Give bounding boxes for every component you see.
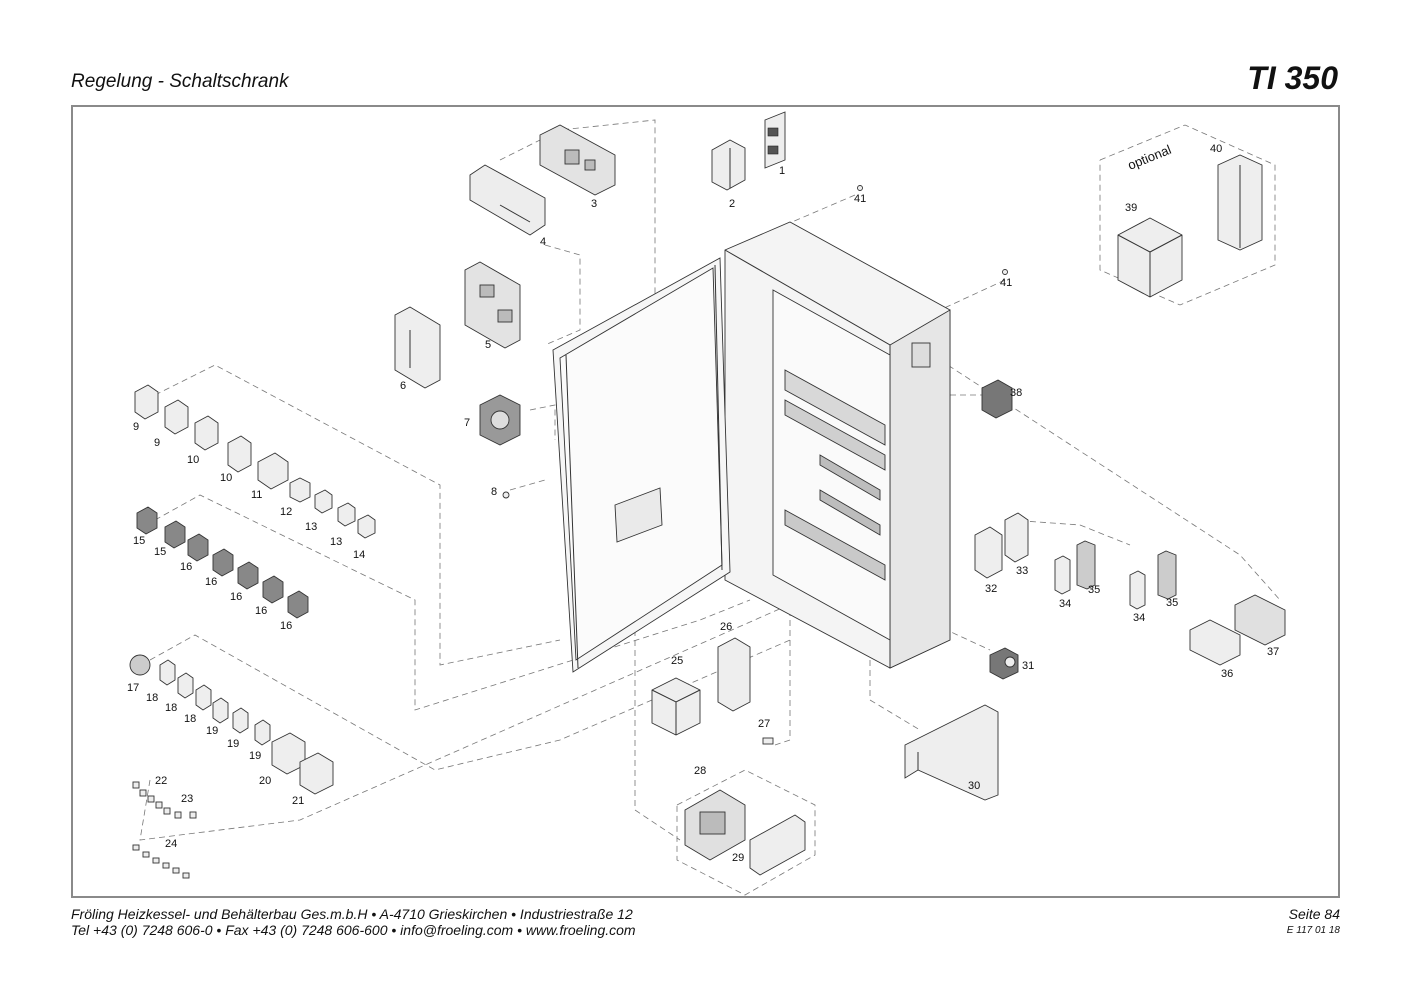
label-1: 1 bbox=[779, 165, 785, 177]
label-35: 35 bbox=[1166, 597, 1178, 609]
label-13: 13 bbox=[330, 536, 342, 548]
label-3: 3 bbox=[591, 198, 597, 210]
label-9: 9 bbox=[133, 421, 139, 433]
label-12: 12 bbox=[280, 506, 292, 518]
label-10: 10 bbox=[220, 472, 232, 484]
label-39: 39 bbox=[1125, 202, 1137, 214]
part-1-relay-board bbox=[764, 111, 786, 169]
footer-company: Fröling Heizkessel- und Behälterbau Ges.… bbox=[71, 906, 633, 922]
label-29: 29 bbox=[732, 852, 744, 864]
label-9: 9 bbox=[154, 437, 160, 449]
part-4-cover-plate bbox=[469, 164, 546, 236]
label-33: 33 bbox=[1016, 565, 1028, 577]
modules-9-14 bbox=[134, 384, 376, 539]
label-18: 18 bbox=[146, 692, 158, 704]
part-25-transformer bbox=[651, 677, 701, 736]
label-18: 18 bbox=[165, 702, 177, 714]
footer-page-number: Seite 84 bbox=[1288, 906, 1340, 922]
part-27-clip bbox=[762, 737, 774, 745]
label-10: 10 bbox=[187, 454, 199, 466]
drawing-frame bbox=[71, 105, 1340, 898]
label-34: 34 bbox=[1133, 612, 1145, 624]
label-41: 41 bbox=[1000, 277, 1012, 289]
part-3-control-board bbox=[539, 124, 616, 196]
label-20: 20 bbox=[259, 775, 271, 787]
part-29-display-cover bbox=[749, 814, 806, 876]
label-16: 16 bbox=[255, 605, 267, 617]
label-21: 21 bbox=[292, 795, 304, 807]
label-35: 35 bbox=[1088, 584, 1100, 596]
label-26: 26 bbox=[720, 621, 732, 633]
footer-doc-code: E 117 01 18 bbox=[1286, 925, 1340, 936]
label-40: 40 bbox=[1210, 143, 1222, 155]
part-labels: 1 2 3 4 5 6 7 8 9 9 10 10 11 12 13 13 14… bbox=[127, 142, 1279, 864]
label-5: 5 bbox=[485, 339, 491, 351]
parts-22-24 bbox=[132, 781, 197, 879]
label-19: 19 bbox=[249, 750, 261, 762]
parts-32-37 bbox=[974, 512, 1286, 666]
part-6-board-cover bbox=[394, 306, 441, 389]
part-30-base-cover bbox=[904, 704, 999, 801]
label-28: 28 bbox=[694, 765, 706, 777]
label-16: 16 bbox=[205, 576, 217, 588]
label-31: 31 bbox=[1022, 660, 1034, 672]
label-24: 24 bbox=[165, 838, 177, 850]
label-19: 19 bbox=[206, 725, 218, 737]
part-2-power-supply bbox=[711, 139, 746, 191]
part-31-main-switch bbox=[989, 647, 1019, 680]
part-41-screw bbox=[857, 185, 863, 191]
cabinet-door bbox=[502, 257, 731, 673]
label-16: 16 bbox=[280, 620, 292, 632]
label-23: 23 bbox=[181, 793, 193, 805]
label-27: 27 bbox=[758, 718, 770, 730]
modules-15-16 bbox=[136, 506, 309, 619]
label-18: 18 bbox=[184, 713, 196, 725]
label-6: 6 bbox=[400, 380, 406, 392]
label-30: 30 bbox=[968, 780, 980, 792]
label-32: 32 bbox=[985, 583, 997, 595]
label-36: 36 bbox=[1221, 668, 1233, 680]
part-5-main-board bbox=[464, 261, 521, 349]
label-38: 38 bbox=[1010, 387, 1022, 399]
label-13: 13 bbox=[305, 521, 317, 533]
label-11: 11 bbox=[251, 489, 262, 501]
label-15: 15 bbox=[154, 546, 166, 558]
cabinet-housing bbox=[724, 221, 951, 669]
part-41-screw bbox=[1002, 269, 1008, 275]
label-34: 34 bbox=[1059, 598, 1071, 610]
label-19: 19 bbox=[227, 738, 239, 750]
modules-17-21 bbox=[129, 654, 334, 795]
part-38-vent-grille bbox=[981, 379, 1013, 419]
footer-contact: Tel +43 (0) 7248 606-0 • Fax +43 (0) 724… bbox=[71, 922, 636, 938]
part-7-fan bbox=[479, 394, 521, 446]
label-15: 15 bbox=[133, 535, 145, 547]
part-28-display-board bbox=[684, 789, 746, 861]
label-2: 2 bbox=[729, 198, 735, 210]
model-name: TI 350 bbox=[1247, 60, 1338, 96]
part-26-cover bbox=[717, 637, 751, 712]
label-41: 41 bbox=[854, 193, 866, 205]
label-17: 17 bbox=[127, 682, 139, 694]
label-14: 14 bbox=[353, 549, 365, 561]
label-4: 4 bbox=[540, 236, 546, 248]
label-22: 22 bbox=[155, 775, 167, 787]
label-7: 7 bbox=[464, 417, 470, 429]
label-16: 16 bbox=[230, 591, 242, 603]
label-8: 8 bbox=[491, 486, 497, 498]
page-title: Regelung - Schaltschrank bbox=[71, 71, 289, 92]
label-16: 16 bbox=[180, 561, 192, 573]
part-39-transformer bbox=[1117, 217, 1183, 298]
part-40-cover bbox=[1217, 154, 1263, 251]
label-25: 25 bbox=[671, 655, 683, 667]
label-37: 37 bbox=[1267, 646, 1279, 658]
